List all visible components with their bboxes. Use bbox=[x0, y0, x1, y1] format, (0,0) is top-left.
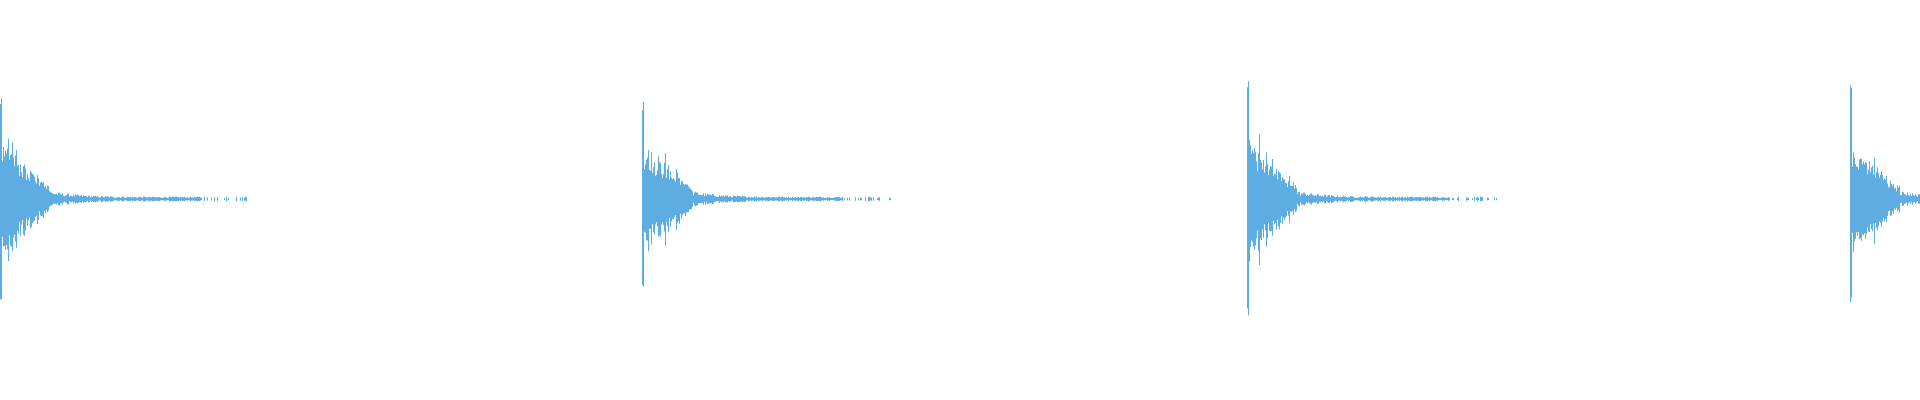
waveform-hit bbox=[1247, 81, 1497, 316]
waveform-path bbox=[1850, 85, 1920, 302]
waveform-path bbox=[0, 98, 247, 300]
waveform-path bbox=[642, 101, 891, 287]
waveform-hit bbox=[1850, 85, 1920, 302]
waveform-hit bbox=[642, 101, 891, 287]
waveform-hit bbox=[0, 98, 247, 300]
waveform-samples bbox=[0, 81, 1920, 316]
waveform-path bbox=[1247, 81, 1497, 316]
